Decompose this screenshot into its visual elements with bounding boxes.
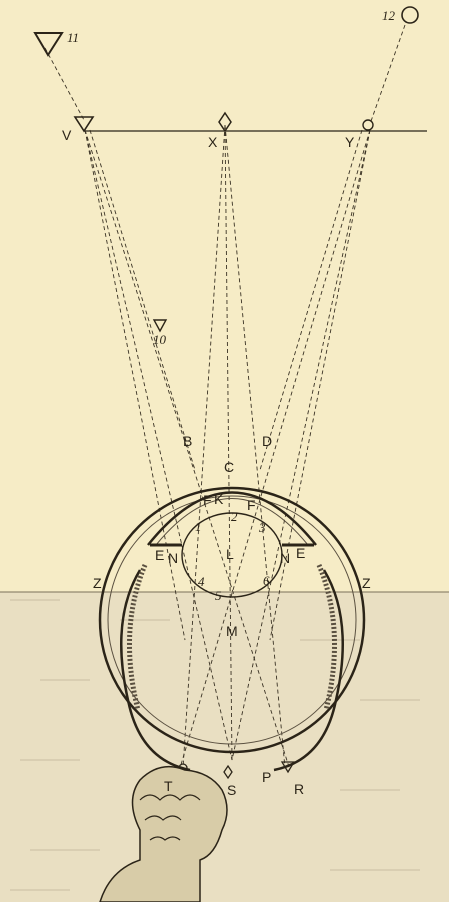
label-v: V — [62, 127, 72, 143]
triangle-11-icon — [35, 33, 62, 55]
label-k: K — [214, 491, 224, 507]
label-p: P — [262, 769, 271, 785]
number-3: 3 — [258, 520, 266, 535]
label-x: X — [208, 134, 218, 150]
label-f-left: F — [203, 492, 212, 508]
number-12: 12 — [382, 8, 396, 23]
ray-12-to-y — [370, 25, 405, 124]
circle-12-icon — [402, 7, 418, 23]
number-2: 2 — [231, 509, 238, 524]
number-4: 4 — [198, 574, 205, 589]
number-1: 1 — [195, 519, 202, 534]
label-e-right: E — [296, 545, 305, 561]
label-n-left: N — [168, 550, 178, 566]
label-z-left: Z — [93, 575, 102, 591]
lower-panel — [0, 592, 449, 902]
label-l: L — [226, 546, 234, 562]
label-d: D — [262, 433, 272, 449]
label-n-right: N — [280, 550, 290, 566]
label-c: C — [224, 459, 234, 475]
label-f-right: F — [247, 497, 256, 513]
number-10: 10 — [153, 332, 167, 347]
number-5: 5 — [215, 588, 222, 603]
triangle-10-icon — [154, 320, 166, 331]
label-r: R — [294, 781, 304, 797]
number-11: 11 — [67, 30, 79, 45]
label-t: T — [164, 778, 173, 794]
triangle-v-icon — [75, 117, 93, 131]
ray-11-to-v — [45, 48, 84, 120]
label-m: M — [226, 623, 238, 639]
circle-y-icon — [363, 120, 373, 130]
label-z-right: Z — [362, 575, 371, 591]
label-b: B — [183, 433, 192, 449]
label-e-left: E — [155, 547, 164, 563]
label-s: S — [227, 782, 236, 798]
number-6: 6 — [263, 573, 270, 588]
label-y: Y — [345, 134, 355, 150]
